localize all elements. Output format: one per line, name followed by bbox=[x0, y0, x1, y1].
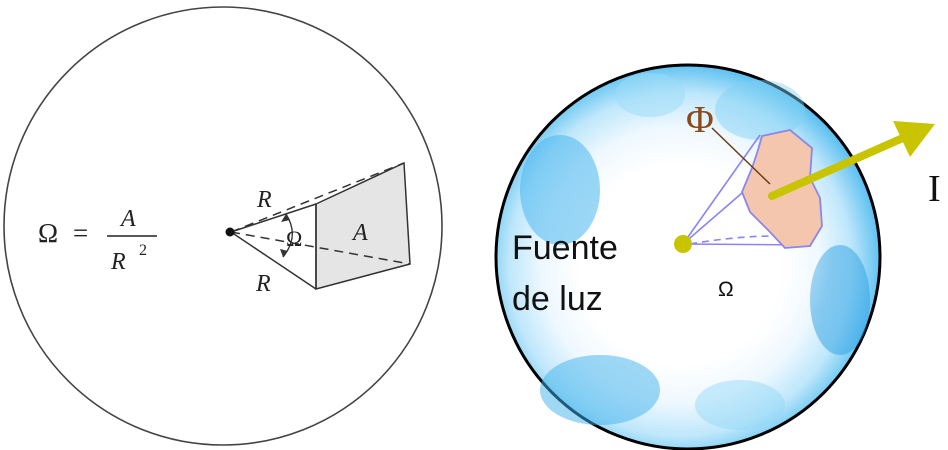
intensity-label-partial: I bbox=[928, 168, 941, 210]
left-sphere-outline bbox=[3, 6, 443, 446]
light-source-dot bbox=[674, 235, 692, 253]
solid-angle-formula: Ω = A R 2 bbox=[38, 206, 157, 275]
sphere-texture bbox=[520, 135, 600, 245]
formula-equals: = bbox=[73, 218, 88, 248]
sphere-texture bbox=[715, 80, 805, 140]
formula-omega: Ω bbox=[38, 218, 58, 248]
flux-label: Φ bbox=[686, 99, 714, 141]
sphere-texture bbox=[540, 355, 660, 425]
cone-apex-point bbox=[225, 227, 235, 237]
left-solid-angle-figure: Ω = A R 2 R R Ω A bbox=[3, 6, 443, 446]
label-solid-angle: Ω bbox=[286, 226, 302, 251]
intensity-arrow-head bbox=[893, 121, 935, 157]
cone-edge-mid bbox=[682, 192, 743, 245]
cone-edge-upper bbox=[682, 134, 761, 245]
source-label-line-2: de luz bbox=[512, 280, 603, 318]
formula-denominator-base: R bbox=[110, 249, 126, 275]
arc-arrow-bottom bbox=[280, 249, 288, 257]
cone-line-bottom bbox=[230, 231, 317, 290]
arc-arrow-top bbox=[281, 214, 290, 222]
sphere-texture bbox=[695, 380, 785, 430]
label-radius-top: R bbox=[256, 187, 272, 213]
label-area: A bbox=[351, 220, 368, 246]
cone-line-bottom-far bbox=[230, 231, 411, 265]
right-light-sphere-figure: Φ Fuente de luz Ω I bbox=[494, 63, 941, 450]
cone-diagram bbox=[230, 161, 411, 290]
formula-numerator: A bbox=[119, 206, 136, 232]
cone-line-top-far bbox=[230, 162, 405, 233]
intensity-arrow-shaft bbox=[768, 133, 909, 200]
solid-angle-label: Ω bbox=[718, 278, 734, 301]
sphere-texture bbox=[615, 73, 685, 117]
formula-denominator-exponent: 2 bbox=[139, 242, 147, 259]
label-radius-bottom: R bbox=[255, 271, 271, 297]
source-label-line-1: Fuente bbox=[512, 229, 618, 267]
cone-line-top bbox=[230, 203, 317, 233]
flux-pointer-line bbox=[711, 127, 771, 185]
